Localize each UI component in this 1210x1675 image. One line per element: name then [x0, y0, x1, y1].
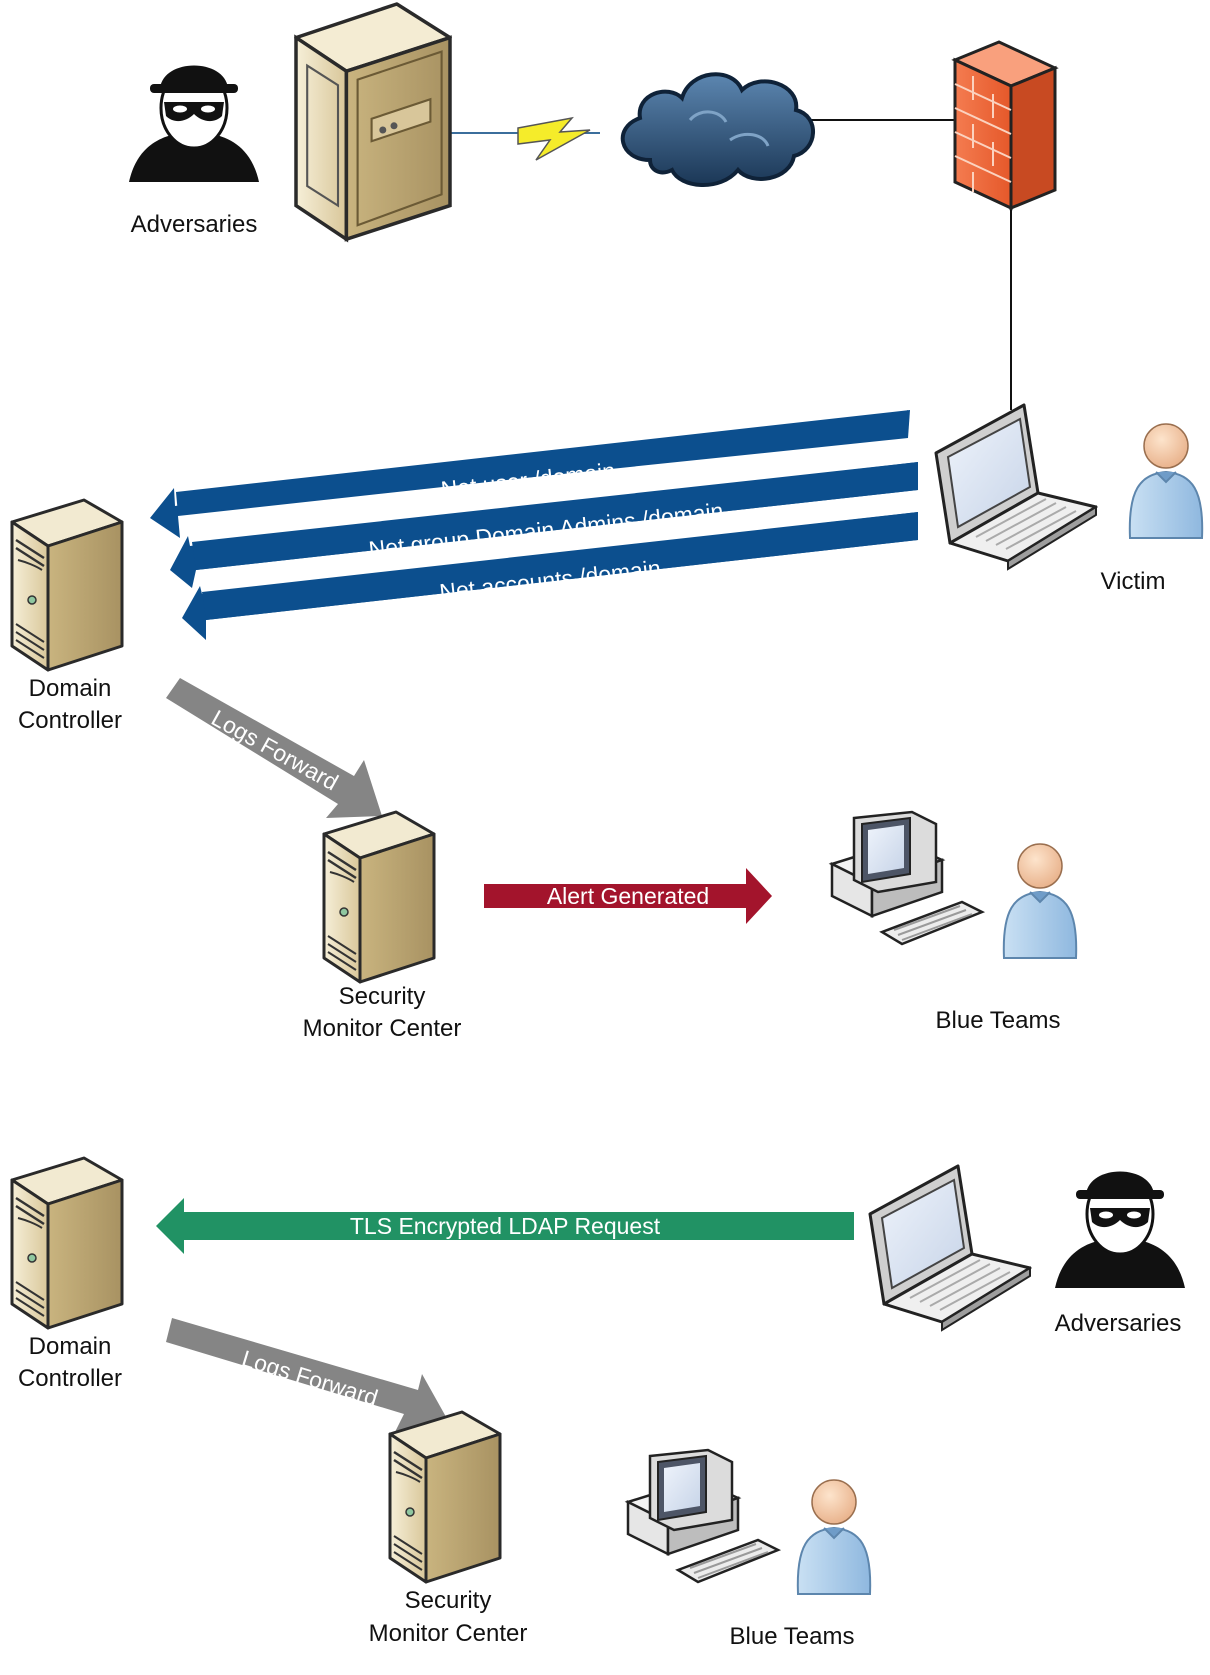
user-icon	[796, 1479, 872, 1595]
laptop-icon	[868, 1164, 1032, 1332]
scene-1: Adversaries Victim	[10, 2, 1204, 1042]
alert-generated-arrow: Alert Generated	[484, 868, 772, 924]
dc-label-line2: Controller	[18, 707, 122, 734]
laptop-icon	[934, 403, 1098, 571]
server-icon	[10, 498, 124, 672]
logs-forward-label: Logs Forward	[207, 705, 343, 796]
firewall-icon	[951, 40, 1059, 211]
logs-forward-arrow: Logs Forward	[166, 678, 382, 818]
tls-ldap-arrow: TLS Encrypted LDAP Request	[156, 1198, 854, 1254]
blue-teams-label: Blue Teams	[936, 1007, 1061, 1034]
scene-2: TLS Encrypted LDAP Request Adversaries D…	[10, 1156, 1187, 1650]
workstation-icon	[830, 810, 984, 946]
hacker-icon	[1053, 1170, 1187, 1290]
hacker-icon	[127, 64, 261, 184]
net-accounts-arrow: Net accounts /domain	[182, 512, 918, 640]
alert-label: Alert Generated	[547, 883, 709, 909]
blue-teams-label: Blue Teams	[730, 1623, 855, 1650]
logs-forward-arrow: Logs Forward	[166, 1318, 450, 1434]
smc-label-line1: Security	[339, 983, 426, 1010]
tls-label: TLS Encrypted LDAP Request	[350, 1213, 661, 1239]
attacker-server-icon	[294, 2, 452, 243]
user-icon	[1128, 423, 1204, 539]
dc-label-line1: Domain	[29, 1333, 112, 1360]
cloud-icon	[620, 72, 815, 187]
server-icon	[10, 1156, 124, 1330]
lightning-icon	[517, 116, 591, 161]
smc-label-line2: Monitor Center	[303, 1015, 462, 1042]
adversaries-label: Adversaries	[131, 211, 258, 238]
smc-label-line2: Monitor Center	[369, 1620, 528, 1647]
adversaries-label-2: Adversaries	[1055, 1310, 1182, 1337]
victim-label: Victim	[1101, 568, 1166, 595]
server-icon	[388, 1410, 502, 1584]
dc-label-line1: Domain	[29, 675, 112, 702]
user-icon	[1002, 843, 1078, 959]
dc-label-line2: Controller	[18, 1365, 122, 1392]
server-icon	[322, 810, 436, 984]
smc-label-line1: Security	[405, 1587, 492, 1614]
workstation-icon	[626, 1448, 780, 1584]
